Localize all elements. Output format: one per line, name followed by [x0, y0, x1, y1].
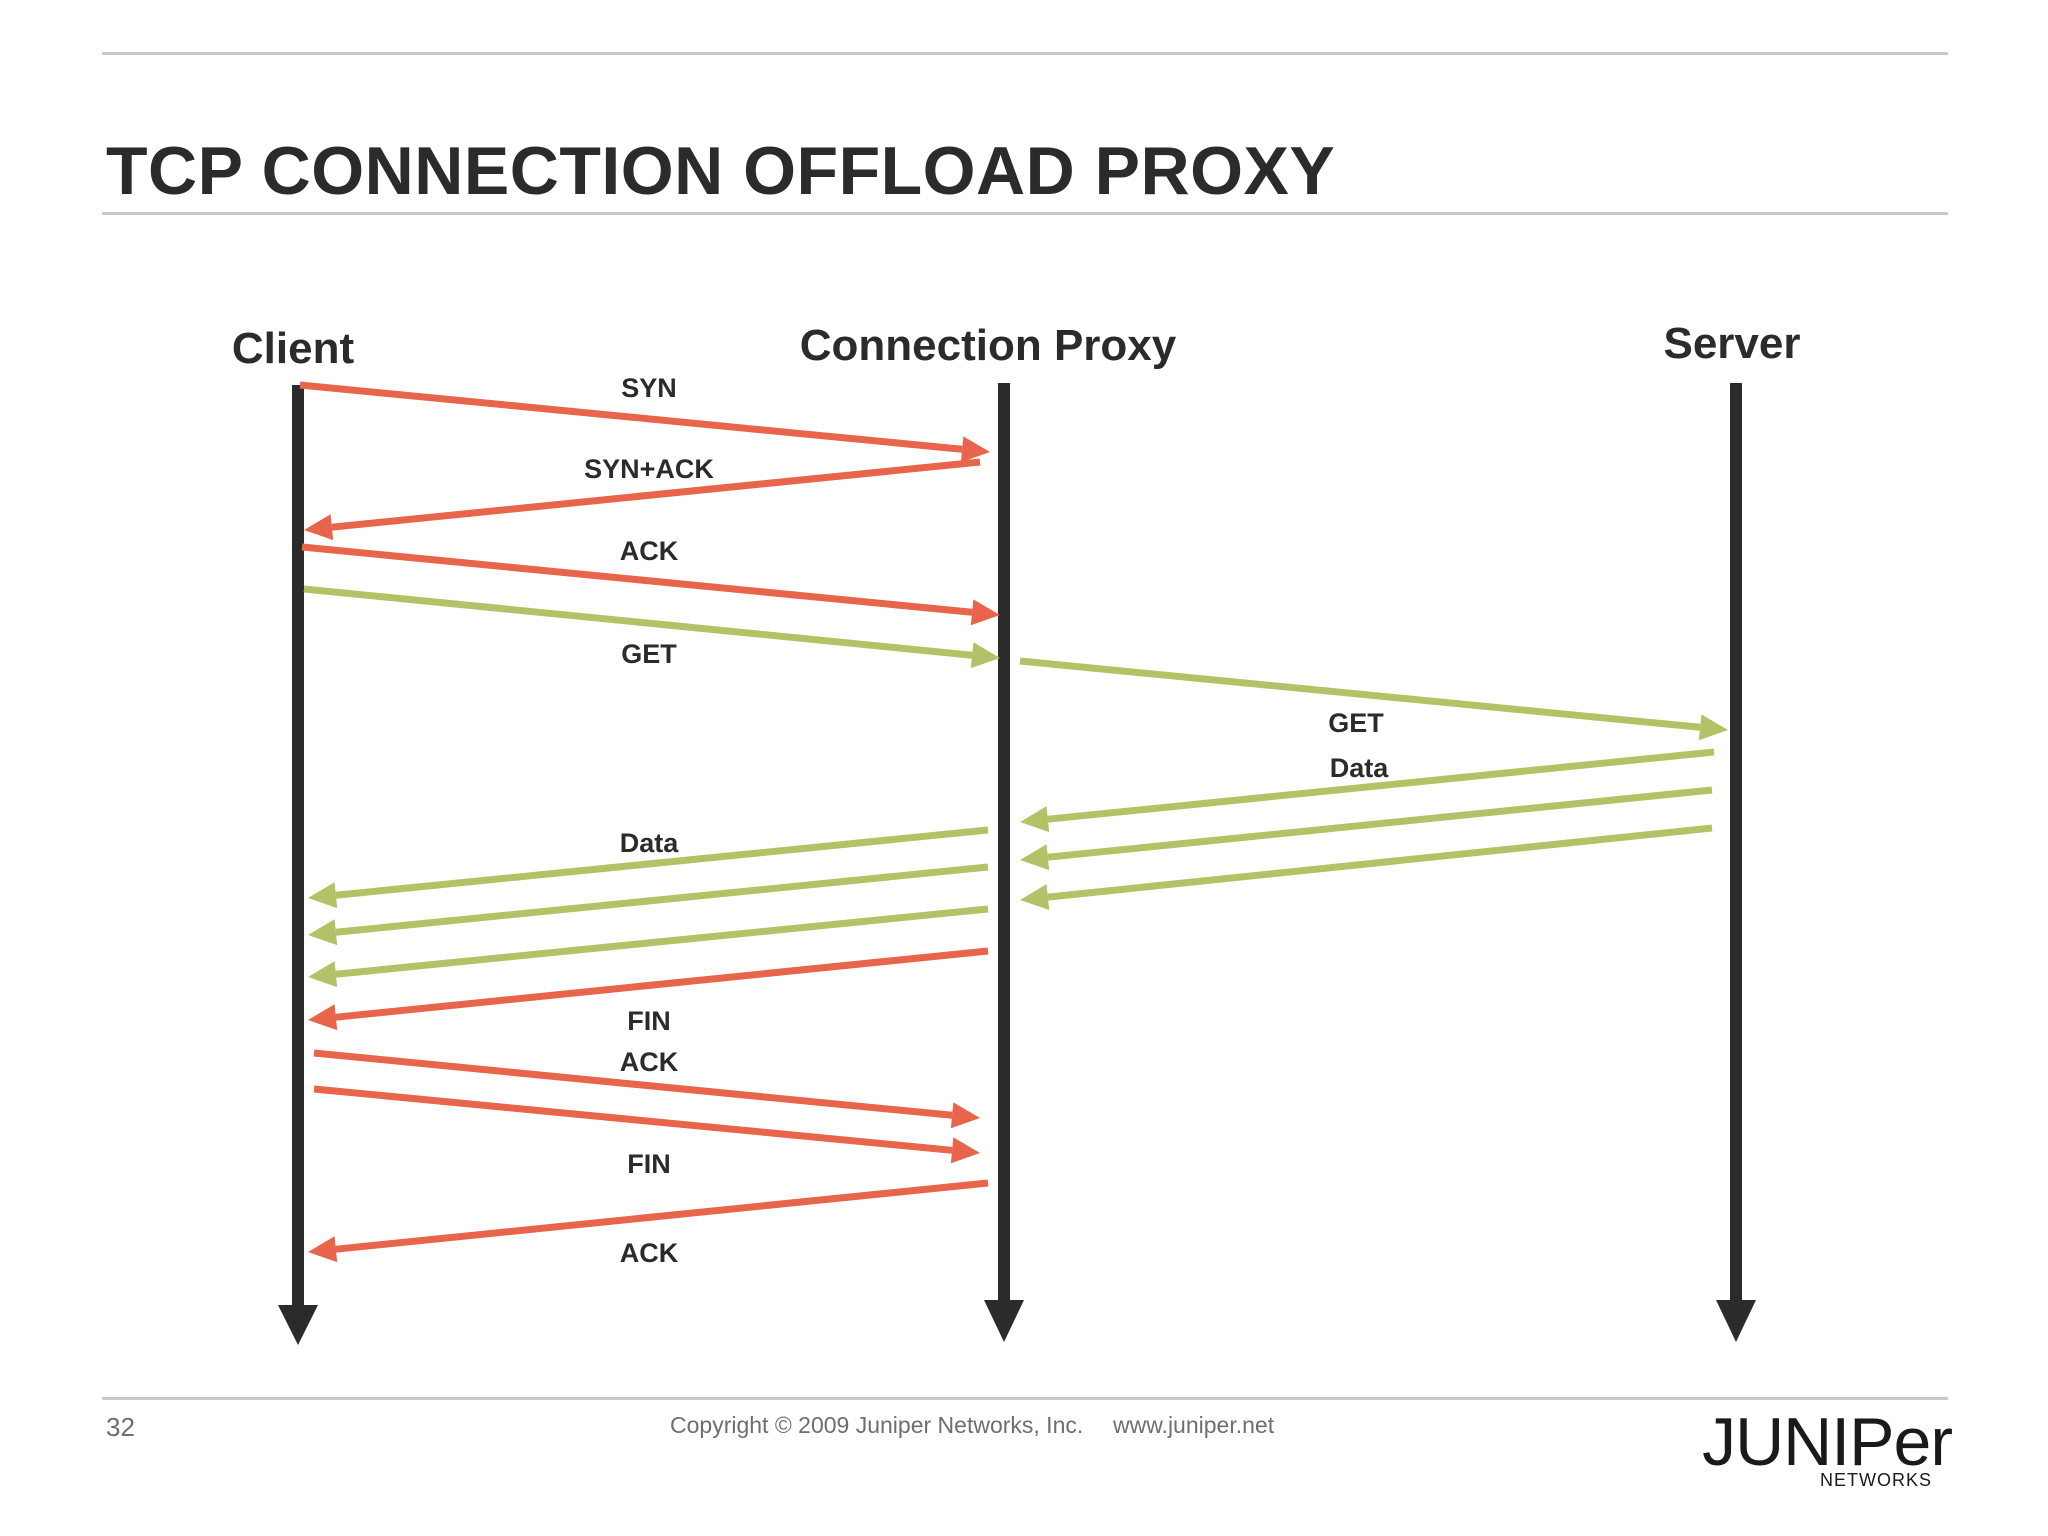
- msg-label-data-client: Data: [620, 828, 680, 858]
- message-arrow: [299, 381, 990, 463]
- message-arrow: [313, 1049, 980, 1129]
- arrowhead: [950, 1137, 980, 1164]
- message-line: [335, 947, 989, 1021]
- msg-label-ack-2: ACK: [620, 1047, 679, 1077]
- arrowhead: [308, 882, 338, 909]
- message-arrow: [304, 458, 981, 541]
- copyright-text: Copyright © 2009 Juniper Networks, Inc.: [670, 1412, 1084, 1438]
- arrowhead: [1698, 714, 1728, 741]
- message-line: [313, 1085, 953, 1154]
- arrowhead: [1020, 806, 1050, 833]
- message-arrow: [303, 585, 1000, 669]
- lifeline-server: [1716, 383, 1756, 1342]
- message-line: [1047, 786, 1713, 861]
- arrowhead: [308, 1004, 338, 1031]
- message-line: [335, 826, 989, 899]
- arrowhead: [308, 961, 338, 988]
- message-arrow: [1019, 657, 1728, 741]
- footer-divider: [102, 1397, 1948, 1400]
- message-line: [1047, 748, 1715, 823]
- message-line: [331, 458, 981, 531]
- arrowhead: [970, 642, 1000, 669]
- arrowhead: [308, 919, 338, 946]
- arrowhead: [304, 514, 334, 541]
- msg-label-data-server: Data: [1330, 753, 1390, 783]
- message-line: [335, 905, 989, 978]
- arrowhead: [960, 436, 990, 463]
- msg-label-ack: ACK: [620, 536, 679, 566]
- arrowhead: [970, 599, 1000, 626]
- msg-label-get-server: GET: [1328, 708, 1384, 738]
- message-arrow: [308, 905, 989, 988]
- actor-server-label: Server: [1663, 319, 1800, 368]
- top-divider: [102, 52, 1948, 55]
- message-arrow: [308, 826, 989, 909]
- lifeline-client: [278, 385, 318, 1345]
- message-arrow: [1020, 748, 1715, 833]
- title-divider: [102, 212, 1948, 215]
- message-line: [303, 585, 973, 659]
- message-line: [313, 1049, 953, 1119]
- message-line: [335, 863, 989, 936]
- message-arrow: [1020, 786, 1713, 871]
- actor-client-label: Client: [232, 324, 355, 373]
- website-url: www.juniper.net: [1113, 1412, 1275, 1438]
- slide-title: TCP CONNECTION OFFLOAD PROXY: [106, 133, 1336, 209]
- message-line: [335, 1179, 989, 1253]
- arrowhead: [308, 1236, 338, 1263]
- arrowhead: [950, 1102, 980, 1129]
- msg-label-syn: SYN: [621, 373, 677, 403]
- arrowhead: [1020, 844, 1050, 871]
- page-number: 32: [106, 1412, 135, 1442]
- messages: [299, 381, 1728, 1263]
- msg-label-ack-3: ACK: [620, 1238, 679, 1268]
- message-line: [1019, 657, 1701, 731]
- message-arrow: [308, 947, 989, 1031]
- message-arrow: [301, 543, 1000, 626]
- message-line: [301, 543, 973, 616]
- logo-wordmark: JUNIPer: [1702, 1404, 1953, 1480]
- logo-networks: NETWORKS: [1819, 1470, 1932, 1490]
- msg-label-fin-1: FIN: [627, 1006, 671, 1036]
- message-arrow: [308, 863, 989, 946]
- arrowhead: [1020, 884, 1050, 911]
- message-arrow: [313, 1085, 980, 1164]
- msg-label-synack: SYN+ACK: [584, 454, 714, 484]
- message-line: [299, 381, 963, 453]
- msg-label-fin-2: FIN: [627, 1149, 671, 1179]
- message-arrow: [308, 1179, 989, 1263]
- message-line: [1047, 824, 1713, 901]
- msg-label-get-client: GET: [621, 639, 677, 669]
- lifeline-proxy: [984, 383, 1024, 1342]
- message-labels: SYN SYN+ACK ACK GET GET Data Data FIN AC…: [584, 373, 1389, 1268]
- message-arrow: [1020, 824, 1713, 911]
- actor-proxy-label: Connection Proxy: [800, 321, 1177, 370]
- juniper-logo: JUNIPer NETWORKS: [1692, 1404, 1953, 1490]
